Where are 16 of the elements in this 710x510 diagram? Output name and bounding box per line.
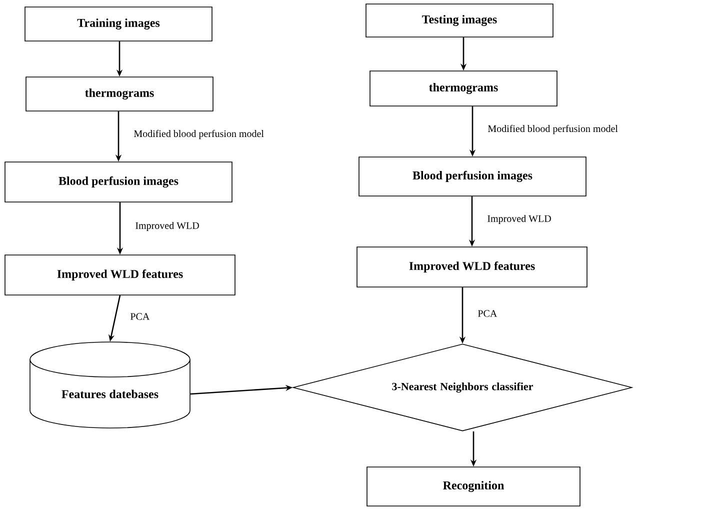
edge-label: Improved WLD xyxy=(134,220,200,232)
edge-label: Improved WLD xyxy=(486,214,552,226)
process-box: thermograms xyxy=(370,70,558,106)
process-box: Improved WLD features xyxy=(356,246,588,288)
edge-label: Modified blood perfusion model xyxy=(132,128,265,140)
edge-label: PCA xyxy=(129,312,151,321)
process-box: Training images xyxy=(24,6,212,42)
edge-label: Modified blood perfusion model xyxy=(486,124,619,136)
process-box: Recognition xyxy=(366,466,580,506)
process-box: Improved WLD features xyxy=(4,254,236,296)
process-box: Blood perfusion images xyxy=(4,162,232,202)
process-box: Testing images xyxy=(366,4,554,38)
process-box: Blood perfusion images xyxy=(358,156,586,196)
edge-label: PCA xyxy=(476,309,498,318)
database-cylinder: Features datebases xyxy=(30,342,190,428)
process-box: thermograms xyxy=(26,76,214,112)
